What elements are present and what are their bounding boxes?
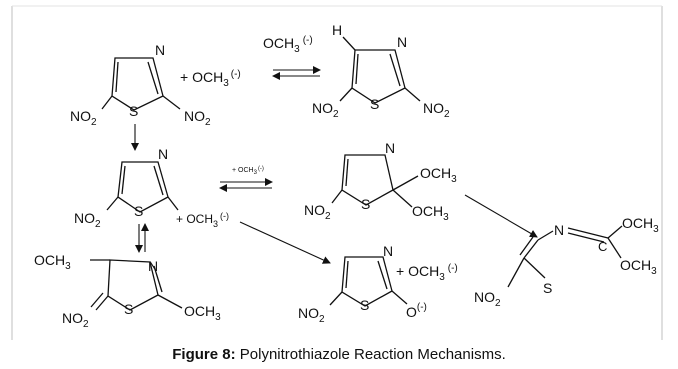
nitro-group: NO2 <box>62 310 89 330</box>
methoxide-small-label: + OCH3(-) <box>232 166 264 176</box>
molecule-meisenheimer-adduct: N S OCH3 NO2 OCH3 <box>34 252 221 330</box>
methoxy-group-lower: OCH3 <box>412 203 449 223</box>
sulfur-atom: S <box>360 297 369 313</box>
molecule-ring-opened-product: N OCH OCH3 OCH3 S NO2 <box>474 215 659 309</box>
nitro-group-right: NO2 <box>423 100 450 120</box>
figure-title: Polynitrothiazole Reaction Mechanisms. <box>235 346 506 363</box>
molecule-dimethoxy-adduct: N S OCH3 OCH3 NO2 <box>304 140 457 223</box>
thione-sulfur: S <box>543 280 552 296</box>
hydrogen-atom: H <box>332 22 342 38</box>
ring-opening-arrow <box>464 194 538 238</box>
figure-caption: Figure 8: Polynitrothiazole Reaction Mec… <box>0 346 678 363</box>
methoxide-reagent-2: + OCH3(-) <box>176 211 229 229</box>
methoxy-group-right: OCH3 <box>184 303 221 323</box>
sulfur-atom: S <box>361 196 370 212</box>
nitrogen-atom: N <box>554 222 564 238</box>
methoxy-group-lower: OCH3 <box>620 257 657 277</box>
sulfur-atom: S <box>134 203 143 219</box>
molecule-hydro-dinitrothiazole: H N S NO2 NO2 <box>312 22 450 120</box>
molecule-thiazolate: N S O(-) NO2 <box>298 243 427 325</box>
sulfur-atom: S <box>129 103 138 119</box>
carbon-atom: C <box>598 239 607 254</box>
methoxide-top-label: OCH3(-) <box>263 35 313 55</box>
nitro-group: NO2 <box>298 305 325 325</box>
nitrogen-atom: N <box>383 243 393 259</box>
sulfur-atom: S <box>370 96 379 112</box>
nitrogen-atom: N <box>148 258 158 274</box>
nitro-group: NO2 <box>304 202 331 222</box>
nitrogen-atom: N <box>385 140 395 156</box>
nitro-group-left: NO2 <box>312 100 339 120</box>
methoxide-reagent-1: + OCH3(-) <box>180 69 241 89</box>
reaction-mechanism-diagram: N S NO2 NO2 + OCH3(-) OCH3(-) H N S NO2 … <box>11 5 663 340</box>
methoxy-group-upper: OCH3 <box>622 215 659 235</box>
nitrogen-atom: N <box>397 34 407 50</box>
nitro-group-right: NO2 <box>184 108 211 128</box>
nitrogen-atom: N <box>158 146 168 162</box>
nitro-group-left: NO2 <box>74 210 101 230</box>
nitrogen-atom: N <box>155 42 165 58</box>
molecule-dinitrothiazole: N S NO2 NO2 <box>70 42 211 128</box>
oxide-anion: O(-) <box>406 302 427 320</box>
figure-label: Figure 8: <box>172 346 236 363</box>
methoxy-group: OCH3 <box>34 252 71 272</box>
methoxide-byproduct: + OCH3(-) <box>396 263 458 283</box>
substitution-arrow <box>239 221 331 264</box>
nitro-group: NO2 <box>474 289 501 309</box>
sulfur-atom: S <box>124 301 133 317</box>
molecule-dinitrothiazole-complex: N S NO2 <box>74 146 179 230</box>
nitro-group-left: NO2 <box>70 108 97 128</box>
methoxy-group-upper: OCH3 <box>420 165 457 185</box>
